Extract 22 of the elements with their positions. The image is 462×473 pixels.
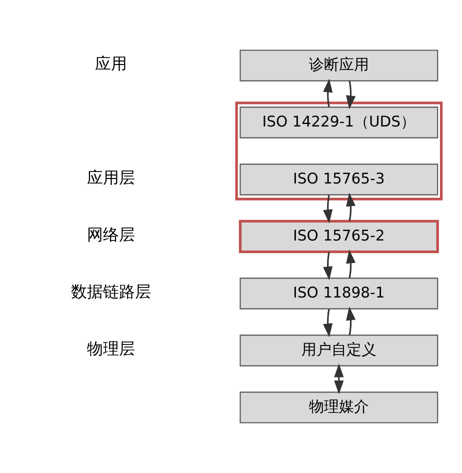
label: 应用层 — [86, 168, 135, 188]
arrow — [346, 192, 356, 222]
label: 数据链路层 — [70, 282, 151, 302]
arrow — [323, 78, 333, 108]
arrow — [323, 308, 333, 338]
node-box: 物理媒介 — [240, 392, 438, 424]
arrow — [346, 306, 356, 336]
node-box: ISO 15765-3 — [240, 164, 438, 196]
arrow — [346, 250, 356, 278]
cluster — [235, 102, 443, 200]
label: 物理层 — [86, 339, 135, 358]
node-box: 用户自定义 — [240, 334, 438, 366]
node-box: ISO 15765-2 — [238, 220, 439, 254]
node-box: ISO 14229-1（UDS） — [240, 106, 438, 138]
node-box: 诊断应用 — [240, 50, 438, 82]
arrow — [323, 252, 333, 280]
node-box: ISO 11898-1 — [240, 278, 438, 310]
label: 应用 — [94, 54, 127, 74]
arrow — [323, 194, 333, 224]
arrow — [334, 364, 344, 394]
label: 网络层 — [86, 225, 135, 244]
arrow — [346, 80, 356, 110]
